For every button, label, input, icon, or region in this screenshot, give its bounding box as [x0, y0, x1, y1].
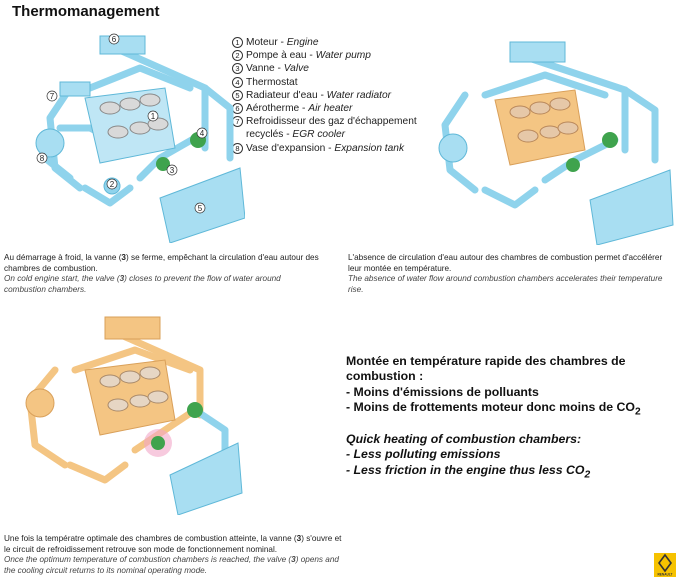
marker-1: 1: [147, 110, 159, 122]
diagram-cold-start: 6 7 1 4 8 3 2 5: [35, 33, 245, 243]
svg-text:RENAULT: RENAULT: [658, 573, 673, 577]
svg-text:5: 5: [198, 204, 203, 213]
marker-8: 8: [36, 152, 48, 164]
marker-2: 2: [106, 178, 118, 190]
caption-optimal-en: Once the optimum temperature of combusti…: [4, 555, 339, 575]
svg-text:2: 2: [110, 180, 115, 189]
renault-logo: RENAULT: [654, 553, 676, 577]
marker-5: 5: [194, 202, 206, 214]
svg-text:1: 1: [151, 112, 156, 121]
summary-en: Quick heating of combustion chambers: - …: [346, 432, 591, 481]
marker-7: 7: [46, 90, 58, 102]
summary: Montée en température rapide des chambre…: [346, 354, 676, 483]
valve-shape: [156, 157, 170, 171]
diagram-nominal: [25, 316, 243, 515]
caption-absence: L'absence de circulation d'eau autour de…: [348, 253, 663, 294]
diagram-heating: [438, 41, 674, 245]
air-heater-shape: [99, 35, 146, 55]
caption-cold-start-en: On cold engine start, the valve (3) clos…: [4, 274, 281, 294]
caption-optimal-fr: Une fois la températre optimale des cham…: [4, 534, 342, 554]
summary-fr: Montée en température rapide des chambre…: [346, 354, 641, 418]
svg-text:4: 4: [200, 129, 205, 138]
marker-4: 4: [196, 127, 208, 139]
marker-6: 6: [108, 33, 120, 45]
caption-cold-start-fr: Au démarrage à froid, la vanne (3) se fe…: [4, 253, 319, 273]
svg-text:6: 6: [112, 35, 117, 44]
caption-optimal: Une fois la températre optimale des cham…: [4, 534, 350, 576]
svg-text:8: 8: [40, 154, 45, 163]
svg-text:7: 7: [50, 92, 55, 101]
page-title: Thermomanagement: [12, 3, 160, 20]
marker-3: 3: [166, 164, 178, 176]
caption-cold-start: Au démarrage à froid, la vanne (3) se fe…: [4, 253, 322, 295]
svg-text:3: 3: [170, 166, 175, 175]
